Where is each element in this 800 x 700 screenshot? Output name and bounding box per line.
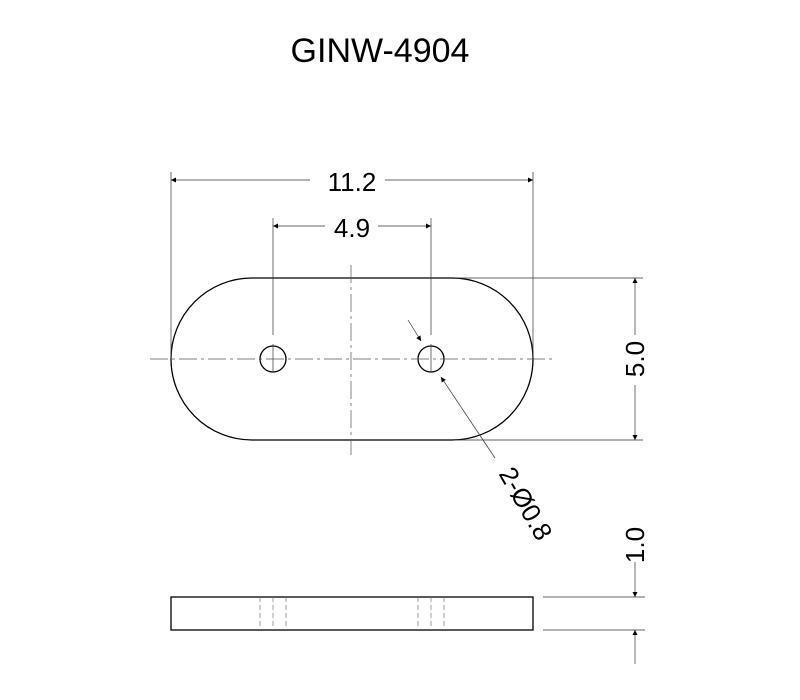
side-view <box>170 596 534 631</box>
dim-label-hole: 2-Ø0.8 <box>493 462 559 546</box>
dim-overall-length: 11.2 <box>170 167 534 359</box>
dim-hole-diameter: 2-Ø0.8 <box>407 319 559 546</box>
dim-label-width: 5.0 <box>620 341 650 377</box>
dim-label-thickness: 1.0 <box>620 527 650 563</box>
top-view <box>150 265 555 455</box>
dim-hole-spacing: 4.9 <box>272 213 432 335</box>
dim-width: 5.0 <box>455 277 650 441</box>
dim-label-length: 11.2 <box>328 167 377 197</box>
side-outline <box>170 596 534 631</box>
part-outline <box>170 277 534 441</box>
dim-thickness: 1.0 <box>543 527 650 664</box>
part-number-title: GINW-4904 <box>291 32 470 70</box>
dim-label-spacing: 4.9 <box>334 213 370 243</box>
